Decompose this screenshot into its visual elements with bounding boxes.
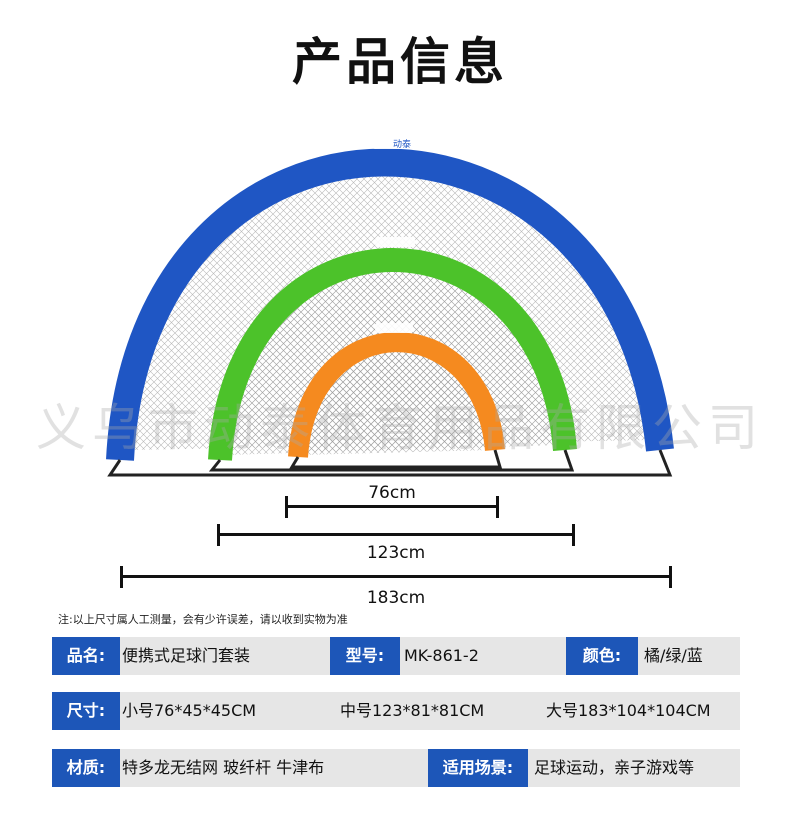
model-label: 型号:	[330, 637, 400, 675]
name-value: 便携式足球门套装	[122, 646, 251, 665]
name-label: 品名:	[52, 637, 120, 675]
dimension-line-medium	[217, 524, 575, 546]
size-medium-value: 中号123*81*81CM	[340, 701, 485, 720]
dimension-line-small	[285, 496, 499, 518]
size-small-value: 小号76*45*45CM	[122, 701, 257, 720]
small-goal-orange	[288, 323, 505, 469]
soccer-goals-image: 动泰	[106, 137, 674, 477]
dimension-label-small: 76cm	[368, 483, 416, 503]
material-value: 特多龙无结网 玻纤杆 牛津布	[122, 758, 325, 777]
info-row-material-scene: 材质: 特多龙无结网 玻纤杆 牛津布 适用场景: 足球运动，亲子游戏等	[52, 749, 740, 787]
material-label: 材质:	[52, 749, 120, 787]
dimension-line-large	[120, 566, 672, 588]
info-row-size: 尺寸: 小号76*45*45CM 中号123*81*81CM 大号183*104…	[52, 692, 740, 730]
dimension-label-large: 183cm	[366, 588, 426, 608]
model-value: MK-861-2	[404, 646, 479, 665]
info-row-name-model-color: 品名: 便携式足球门套装 型号: MK-861-2 颜色: 橘/绿/蓝	[52, 637, 740, 675]
size-large-value: 大号183*104*104CM	[546, 701, 711, 720]
measurement-note: 注:以上尺寸属人工测量，会有少许误差，请以收到实物为准	[58, 613, 348, 626]
page-title: 产品信息	[292, 33, 508, 91]
size-label: 尺寸:	[52, 692, 120, 730]
scene-label: 适用场景:	[428, 749, 528, 787]
color-label: 颜色:	[566, 637, 638, 675]
color-value: 橘/绿/蓝	[644, 646, 703, 665]
scene-value: 足球运动，亲子游戏等	[534, 758, 695, 777]
brand-logo: 动泰	[393, 138, 411, 150]
dimension-label-medium: 123cm	[366, 543, 426, 563]
